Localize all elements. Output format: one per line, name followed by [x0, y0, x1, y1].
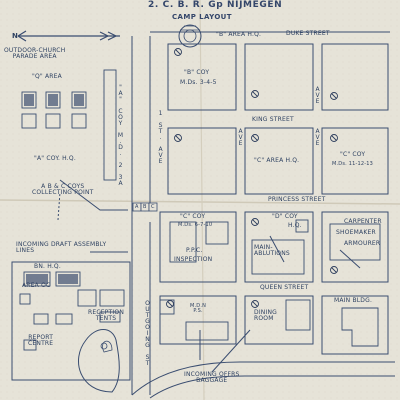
loop-road — [78, 329, 120, 393]
block-c-coy-right — [321, 127, 389, 195]
block-b-coy — [167, 43, 237, 111]
block-row2-1 — [167, 127, 237, 195]
area-oc-label: AREA OC — [22, 282, 51, 289]
dining-room-label: DINING ROOM — [254, 309, 277, 322]
c-coy-mds-label: M.Ds. 6-7-10 — [178, 222, 213, 228]
gate-letter-a: A — [135, 204, 139, 210]
king-street-label: KING STREET — [252, 116, 294, 123]
block-top-2 — [244, 43, 314, 111]
fold-crease — [199, 0, 205, 400]
gate-letter-b: B — [143, 204, 147, 210]
third-ave-label: AVE — [314, 128, 321, 146]
main-building — [341, 307, 379, 347]
main-bldg-label: MAIN BLDG. — [334, 297, 373, 304]
main-ablutions-label: MAIN- ABLUTIONS — [254, 244, 290, 257]
incoming-baggage-label: INCOMING OFFRS BAGGAGE — [184, 371, 240, 384]
duke-street-label: DUKE STREET — [286, 30, 330, 37]
north-label: N — [12, 32, 19, 40]
map-title: 2. C. B. R. Gp NIJMEGEN — [148, 0, 283, 10]
princess-street-label: PRINCESS STREET — [268, 196, 326, 203]
a-coy-long-hut — [103, 69, 117, 181]
a-coy-hq-label: "A" COY. H.Q. — [34, 155, 76, 162]
inspection-label: INSPECTION — [174, 256, 213, 263]
block-mdn — [159, 295, 237, 345]
block-top-3 — [321, 43, 389, 111]
fire-point-marker — [174, 48, 182, 56]
block-d-coy — [244, 211, 314, 283]
reception-tents-label: RECEPTION TENTS — [88, 309, 125, 322]
b-area-hq-label: "B" AREA H.Q. — [216, 31, 262, 38]
collecting-point-label: A B & C COYS COLLECTING POINT — [32, 183, 94, 196]
c-area-hq-label: "C" AREA H.Q. — [254, 157, 300, 164]
fold-crease — [0, 199, 400, 205]
church-parade-label: OUTDOOR-CHURCH PARADE AREA — [4, 47, 66, 60]
c-coy-right-label: "C" COY — [340, 151, 366, 158]
b-coy-mds-label: M.Ds. 3-4-5 — [180, 79, 217, 86]
bn-hq-zone — [11, 261, 131, 381]
c-coy-right-mds-label: M.Ds. 11-12-13 — [332, 161, 374, 167]
d-coy-hq-label: H.Q. — [288, 222, 302, 229]
bn-hq-label: BN. H.Q. — [34, 263, 61, 270]
a-coy-mds-label: "A" COY M.D. 2 3A — [117, 84, 124, 186]
outgoing-road — [131, 361, 395, 396]
armourer-label: ARMOURER — [344, 240, 381, 247]
block-carpenter — [321, 211, 389, 283]
fourth-ave-label: AVE — [314, 86, 321, 104]
gate-box-c — [148, 202, 158, 212]
gate-letter-c: C — [151, 204, 155, 210]
outgoing-street-label: OUTGOING ST — [144, 300, 151, 366]
compass-arrow — [17, 30, 120, 42]
b-coy-label: "B" COY — [184, 69, 210, 76]
second-ave-label: AVE — [237, 128, 244, 146]
q-area-label: "Q" AREA — [32, 73, 62, 80]
first-ave-label: 1 ST. AVE — [157, 110, 164, 164]
c-coy-label: "C" COY — [180, 213, 206, 220]
block-c-coy — [159, 211, 237, 283]
incoming-assembly-label: INCOMING DRAFT ASSEMBLY LINES — [16, 241, 107, 254]
block-dining — [244, 295, 314, 345]
block-main-bldg — [321, 295, 389, 355]
mdn-label: M.D.N P.S. — [190, 303, 207, 314]
d-coy-label: "D" COY — [272, 213, 298, 220]
carpenter-label: CARPENTER — [344, 218, 382, 225]
queen-street-label: QUEEN STREET — [260, 284, 309, 291]
roundabout — [178, 24, 202, 48]
report-centre-label: REPORT CENTRE — [28, 334, 54, 347]
map-subtitle: CAMP LAYOUT — [172, 13, 232, 21]
ppc-label: P.P.C. — [186, 247, 203, 254]
q-area-hut — [21, 91, 37, 109]
shoemaker-label: SHOEMAKER — [336, 229, 376, 236]
block-c-area-hq — [244, 127, 314, 195]
